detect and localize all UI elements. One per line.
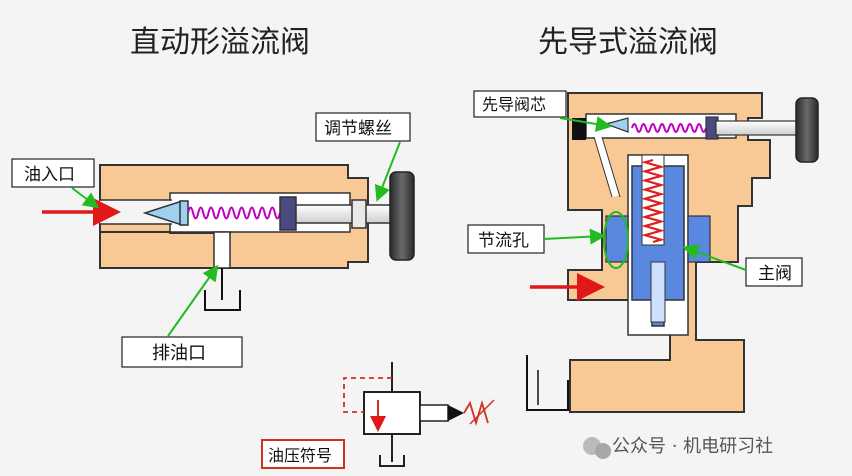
direct-spring: [187, 206, 281, 220]
svg-text:节流孔: 节流孔: [478, 231, 529, 251]
watermark: 公众号 · 机电研习社: [583, 436, 773, 459]
direct-valve: [42, 164, 415, 311]
direct-nut: [351, 199, 367, 229]
label-adjust-screw: 调节螺丝: [315, 112, 411, 202]
svg-text:主阀: 主阀: [758, 264, 792, 284]
title-direct: 直动形溢流阀: [130, 25, 310, 60]
main-spring: [640, 158, 666, 244]
svg-text:先导阀芯: 先导阀芯: [482, 95, 546, 114]
direct-drain-channel: [213, 231, 231, 269]
direct-handwheel: [389, 171, 415, 261]
direct-spring-seat: [279, 196, 297, 231]
label-hydraulic-symbol: 油压符号: [268, 446, 332, 465]
pilot-spring: [631, 123, 707, 133]
pilot-tank-symbol: [526, 355, 569, 411]
pilot-cone: [604, 117, 629, 133]
label-main-valve: 主阀: [682, 244, 803, 287]
svg-text:排油口: 排油口: [152, 343, 206, 364]
label-throttle-hole: 节流孔: [467, 224, 606, 254]
label-hydraulic-symbol-box: [261, 439, 345, 469]
label-drain: 排油口: [121, 264, 243, 368]
label-pilot-core: 先导阀芯: [473, 90, 612, 132]
pilot-seat: [572, 118, 586, 140]
hydraulic-symbol: 油压符号: [261, 362, 495, 469]
label-inlet: 油入口: [11, 158, 100, 209]
pilot-valve: [526, 92, 819, 413]
pilot-handwheel: [795, 97, 819, 163]
svg-text:调节螺丝: 调节螺丝: [324, 119, 392, 139]
direct-tank-symbol: [204, 290, 241, 311]
title-pilot: 先导式溢流阀: [538, 25, 718, 60]
svg-text:公众号 · 机电研习社: 公众号 · 机电研习社: [612, 436, 773, 457]
svg-text:油入口: 油入口: [24, 165, 75, 185]
symbol-box: [363, 391, 421, 435]
direct-adjust-rod: [295, 204, 393, 224]
